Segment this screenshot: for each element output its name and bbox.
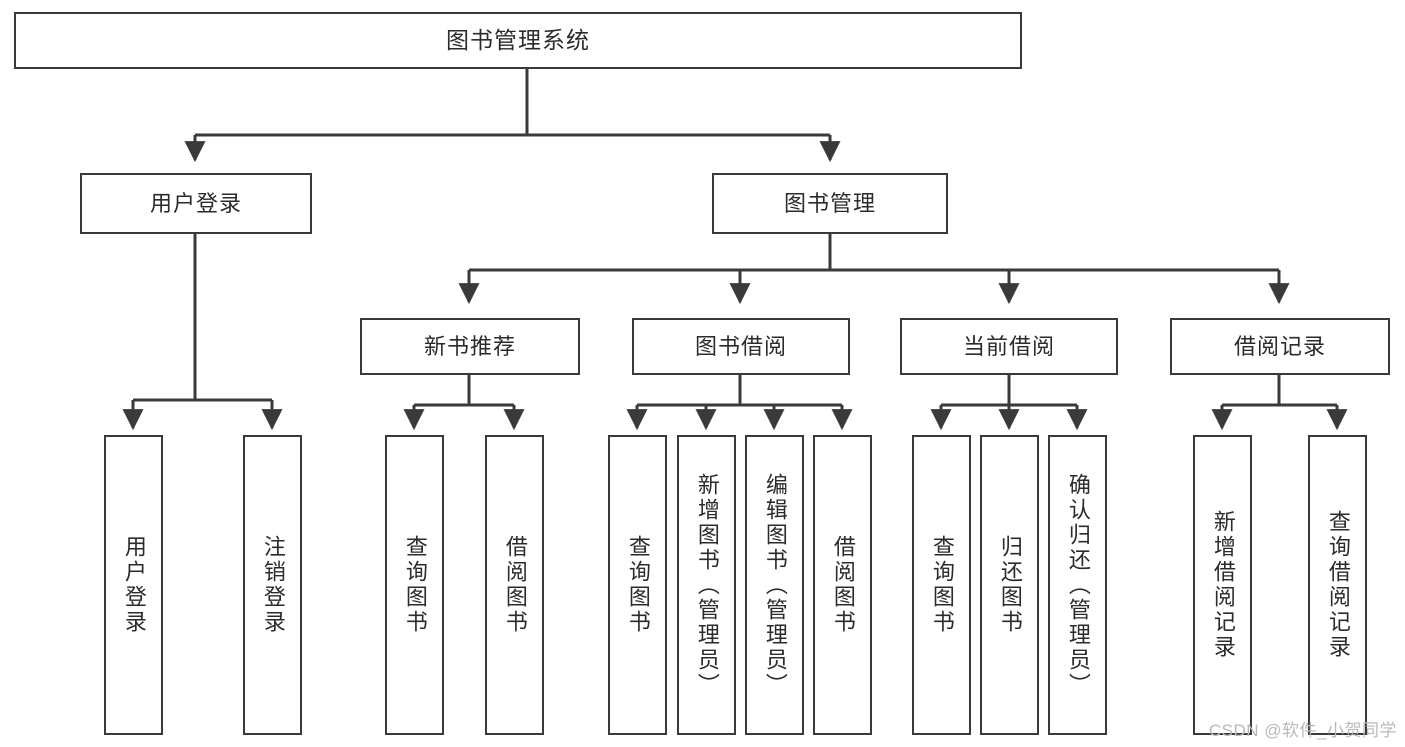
node-book-management[interactable]: 图书管理 [712, 173, 948, 234]
leaf-user-login-login[interactable]: 用户登录 [104, 435, 163, 735]
leaf-current-borrow-return[interactable]: 归还图书 [980, 435, 1039, 735]
leaf-label: 归还图书 [997, 535, 1023, 635]
leaf-label: 查询借阅记录 [1325, 510, 1351, 660]
leaf-label: 新增图书（管理员） [694, 472, 720, 698]
node-root[interactable]: 图书管理系统 [14, 12, 1022, 69]
leaf-book-borrow-add[interactable]: 新增图书（管理员） [677, 435, 736, 735]
leaf-label: 新增借阅记录 [1210, 510, 1236, 660]
node-new-book-recommend[interactable]: 新书推荐 [360, 318, 580, 375]
node-book-management-label: 图书管理 [783, 190, 876, 216]
node-borrow-record-label: 借阅记录 [1233, 333, 1326, 359]
leaf-label: 借阅图书 [830, 535, 856, 635]
node-user-login[interactable]: 用户登录 [80, 173, 312, 234]
leaf-label: 查询图书 [625, 535, 651, 635]
node-book-borrow-label: 图书借阅 [694, 333, 787, 359]
node-root-label: 图书管理系统 [446, 27, 590, 54]
leaf-label: 用户登录 [121, 535, 147, 635]
leaf-book-borrow-borrow[interactable]: 借阅图书 [813, 435, 872, 735]
leaf-label: 编辑图书（管理员） [762, 472, 788, 698]
node-book-borrow[interactable]: 图书借阅 [632, 318, 850, 375]
leaf-label: 注销登录 [260, 535, 286, 635]
leaf-borrow-record-query[interactable]: 查询借阅记录 [1308, 435, 1367, 735]
leaf-user-login-logout[interactable]: 注销登录 [243, 435, 302, 735]
leaf-borrow-record-add[interactable]: 新增借阅记录 [1193, 435, 1252, 735]
leaf-label: 借阅图书 [502, 535, 528, 635]
watermark: CSDN @软件_小贺同学 [1208, 721, 1397, 740]
leaf-book-borrow-edit[interactable]: 编辑图书（管理员） [745, 435, 804, 735]
leaf-current-borrow-query[interactable]: 查询图书 [912, 435, 971, 735]
leaf-label: 确认归还（管理员） [1065, 472, 1091, 698]
leaf-current-borrow-confirm[interactable]: 确认归还（管理员） [1048, 435, 1107, 735]
leaf-label: 查询图书 [402, 535, 428, 635]
node-borrow-record[interactable]: 借阅记录 [1170, 318, 1390, 375]
leaf-new-book-borrow[interactable]: 借阅图书 [485, 435, 544, 735]
leaf-new-book-query[interactable]: 查询图书 [385, 435, 444, 735]
node-user-login-label: 用户登录 [149, 190, 242, 216]
leaf-book-borrow-query[interactable]: 查询图书 [608, 435, 667, 735]
node-current-borrow-label: 当前借阅 [962, 333, 1055, 359]
node-current-borrow[interactable]: 当前借阅 [900, 318, 1118, 375]
node-new-book-recommend-label: 新书推荐 [423, 333, 516, 359]
leaf-label: 查询图书 [929, 535, 955, 635]
